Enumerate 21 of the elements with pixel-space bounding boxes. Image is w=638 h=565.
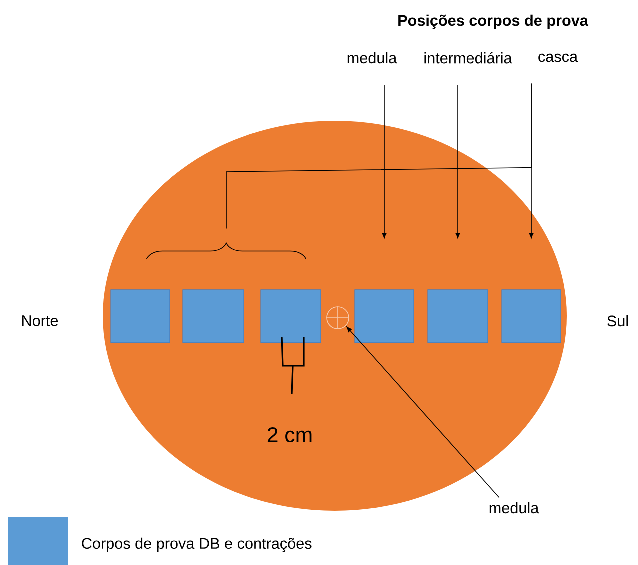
arrow [382, 84, 387, 239]
specimen-square [428, 290, 488, 344]
heading: Posições corpos de prova [398, 14, 589, 30]
specimen-square [110, 290, 170, 344]
specimen-square [354, 290, 414, 344]
dimension-label: 2 cm [268, 427, 312, 443]
arrow [456, 84, 460, 239]
position-label: casca [538, 54, 578, 62]
position-label: medula [490, 502, 540, 514]
connector-line [226, 83, 532, 230]
brace [146, 242, 307, 260]
specimen-square [260, 290, 322, 344]
legend-text: Corpos de prova DB e contrações [82, 538, 312, 552]
specimen-square [502, 290, 562, 344]
specimen-square [182, 290, 244, 344]
position-label: medula [348, 52, 398, 64]
direction-label: Sul [608, 315, 628, 327]
position-label: intermediária [424, 52, 512, 64]
pith-symbol [326, 306, 350, 330]
arrow [346, 326, 500, 498]
direction-label: Norte [22, 316, 58, 326]
